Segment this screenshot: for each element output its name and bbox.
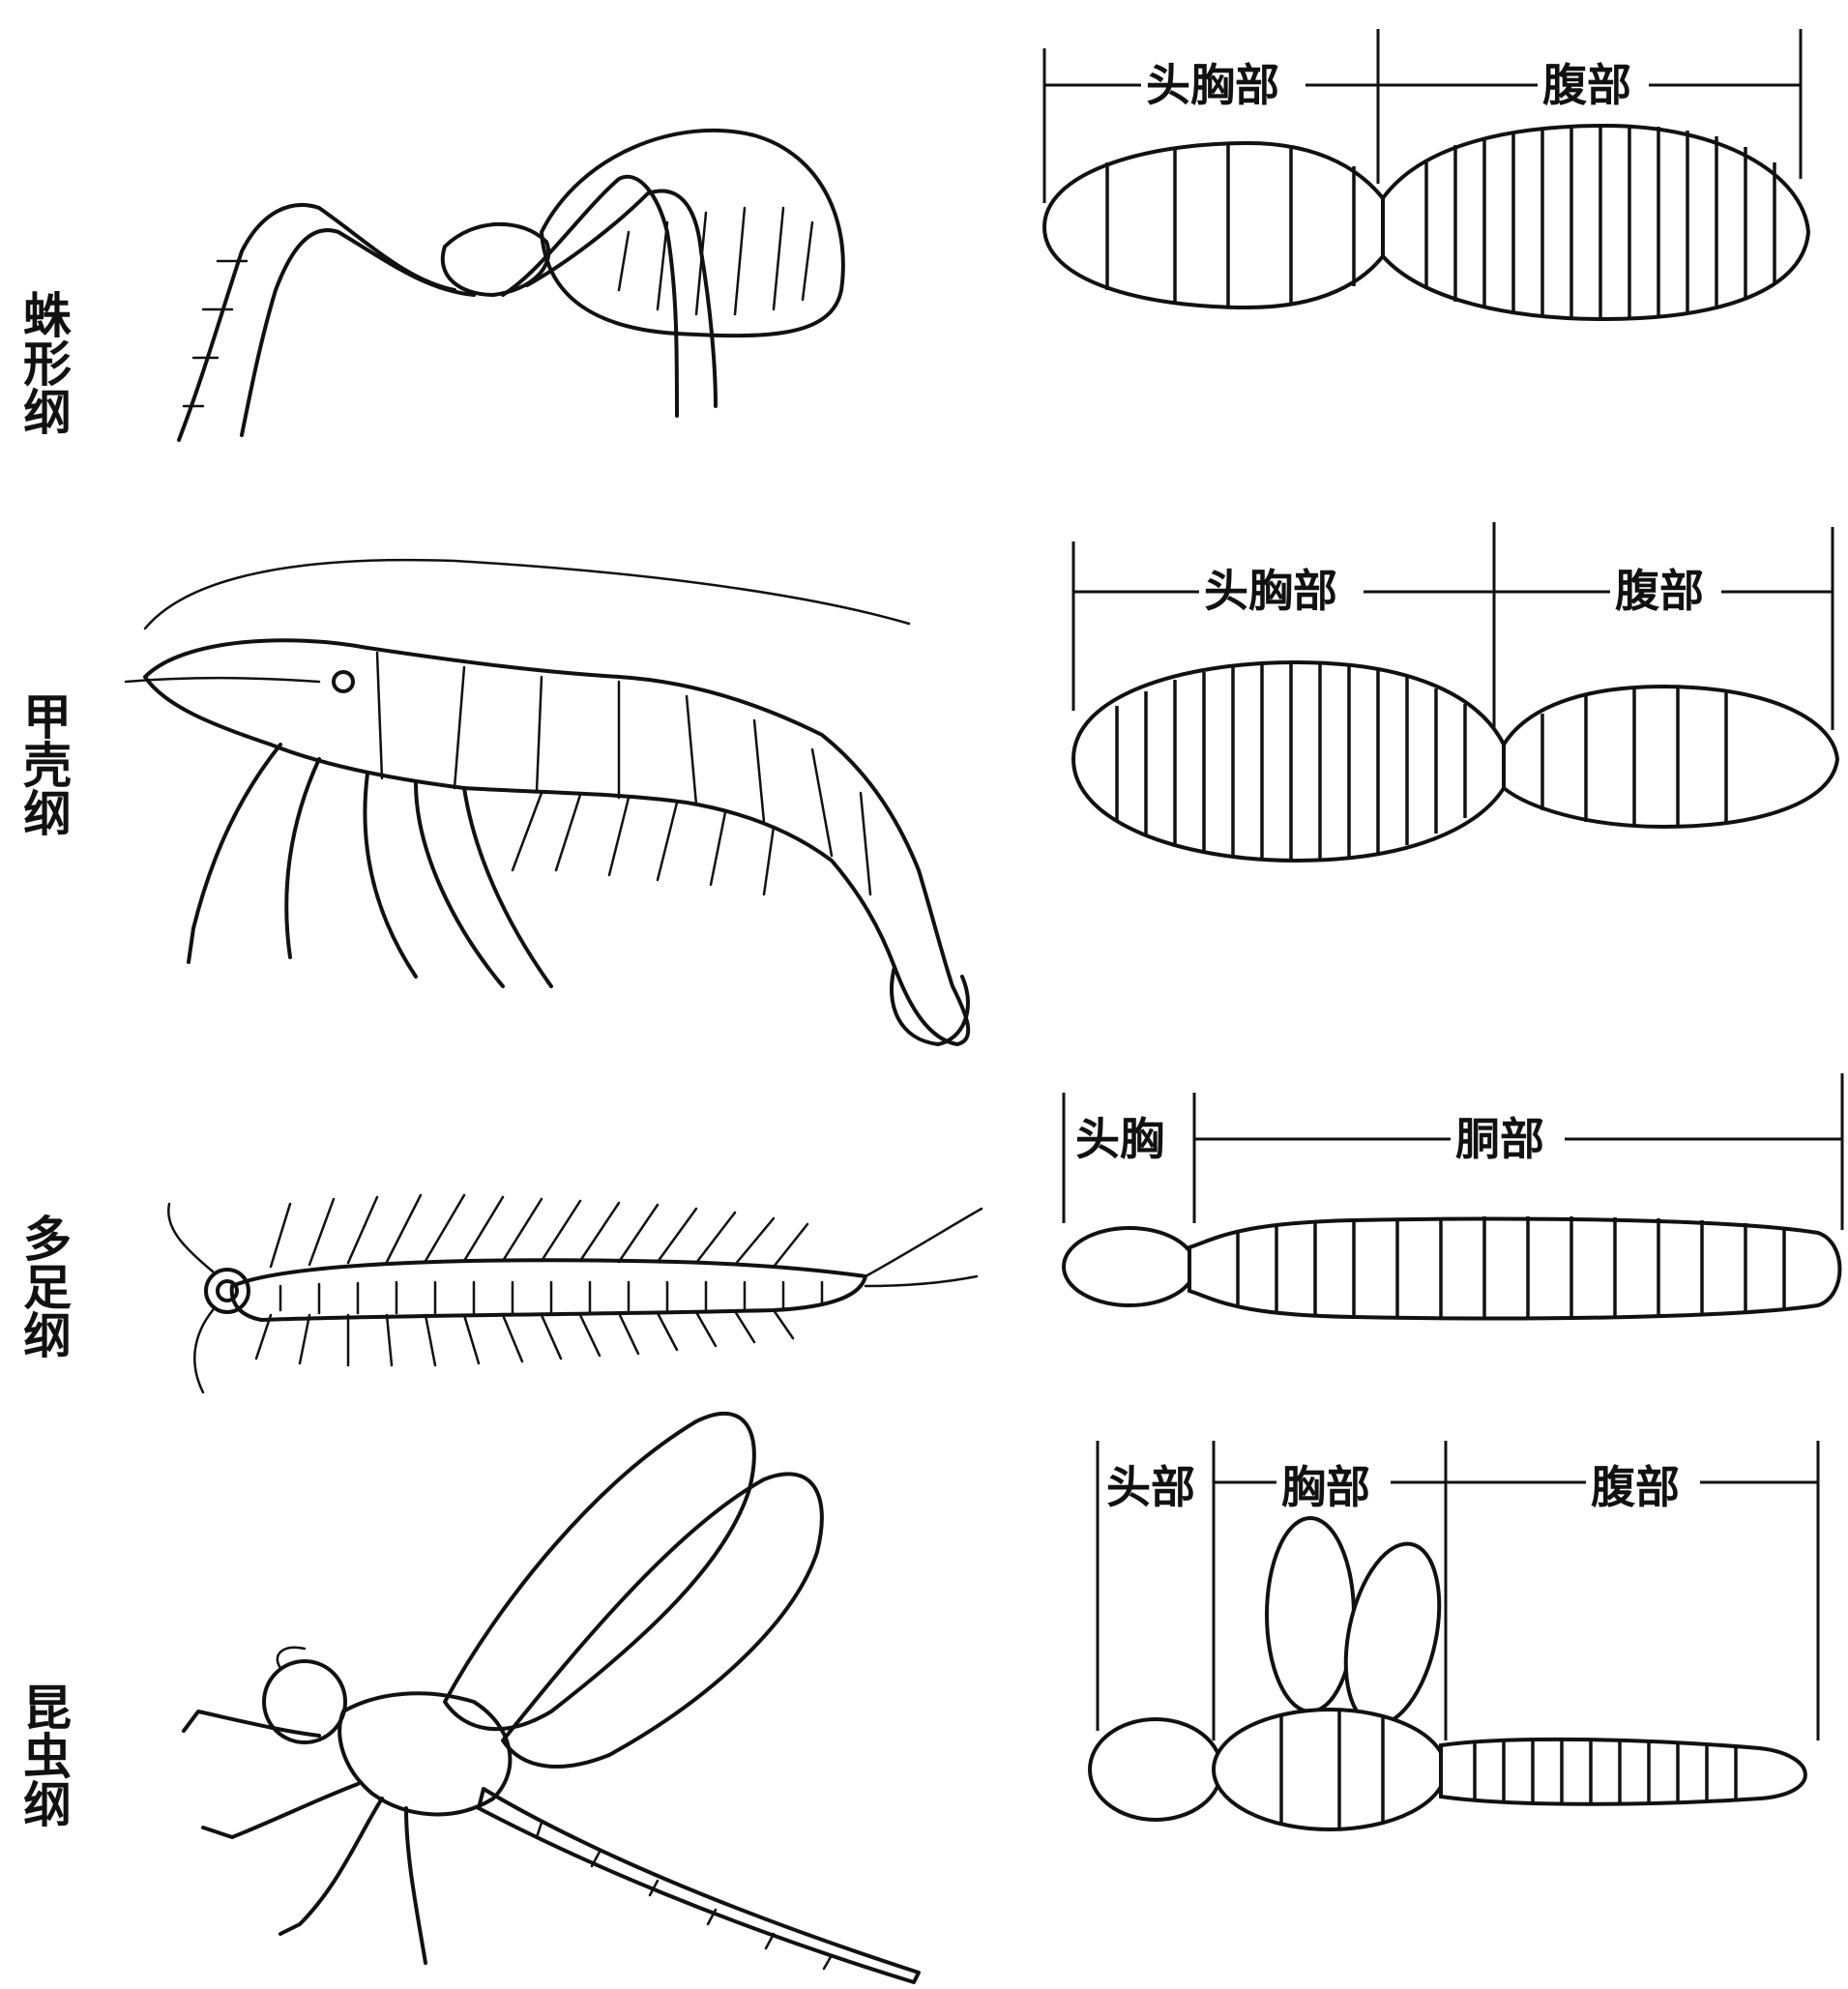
segment-label-cephalothorax: 头胸部	[1146, 59, 1279, 111]
class-label-myriapoda: 多足纲	[15, 1214, 72, 1359]
segment-label-trunk: 胴部	[1455, 1113, 1544, 1165]
segment-label-cephalothorax: 头胸部	[1204, 565, 1337, 617]
abdomen-shape	[1504, 687, 1837, 827]
cephalothorax-shape	[1044, 143, 1393, 307]
segment-label-abdomen: 腹部	[1615, 565, 1704, 617]
spider-illustration	[179, 131, 843, 440]
class-label-arachnida: 蛛形纲	[15, 290, 72, 435]
segment-label-abdomen: 腹部	[1591, 1461, 1680, 1513]
thorax-shape	[1214, 1710, 1446, 1829]
centipede-legs	[256, 1195, 822, 1365]
centipede-body-plan: 头胸 胴部	[1064, 1073, 1842, 1320]
segment-label-head: 头部	[1106, 1461, 1195, 1513]
class-label-crustacea: 甲壳纲	[15, 691, 72, 836]
row-crustacea: 甲壳纲 头胸部 腹部	[15, 522, 1837, 1044]
spider-body-plan: 头胸部 腹部	[1044, 29, 1808, 319]
row-insecta: 昆虫纲 头部 胸部	[15, 1414, 1818, 1982]
abdomen-shape	[1441, 1740, 1805, 1804]
forewing-shape	[1267, 1518, 1354, 1711]
segment-label-abdomen: 腹部	[1542, 59, 1631, 111]
row-myriapoda: 多足纲 头胸 胴部	[15, 1073, 1842, 1392]
dragonfly-body-plan: 头部 胸部 腹部	[1090, 1441, 1818, 1829]
segment-label-head-thorax: 头胸	[1075, 1113, 1164, 1165]
class-label-insecta: 昆虫纲	[15, 1682, 72, 1828]
centipede-illustration	[168, 1195, 982, 1392]
dragonfly-illustration	[184, 1414, 919, 1982]
trunk-shape	[1189, 1219, 1840, 1319]
segment-label-thorax: 胸部	[1281, 1461, 1370, 1513]
head-shape	[1064, 1228, 1195, 1305]
row-arachnida: 蛛形纲 头胸部 腹部	[15, 29, 1808, 440]
head-shape	[1090, 1719, 1221, 1820]
shrimp-body-plan: 头胸部 腹部	[1073, 522, 1837, 861]
shrimp-illustration	[126, 560, 968, 1044]
